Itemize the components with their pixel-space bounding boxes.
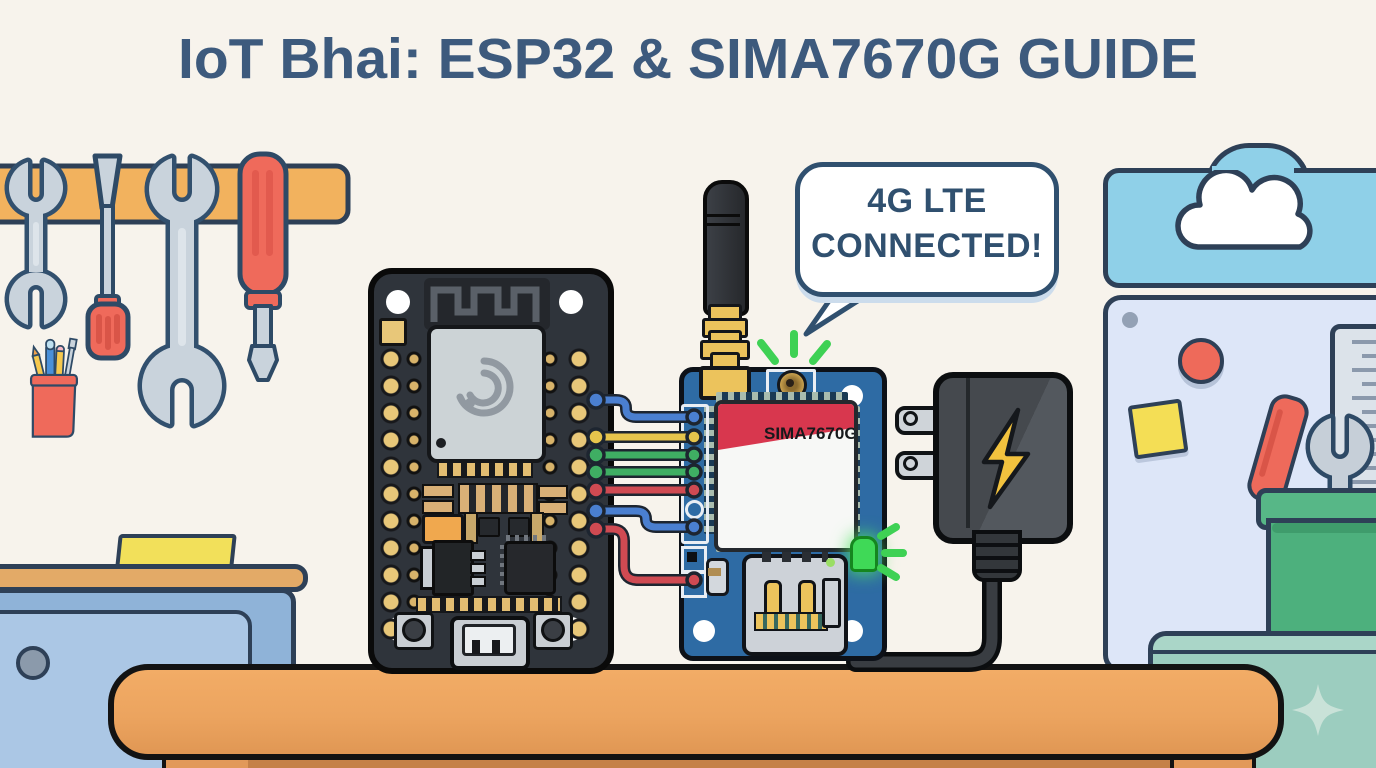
- status-led-icon: [850, 536, 878, 572]
- pad-row: [437, 461, 533, 478]
- en-button-cap: [402, 618, 426, 642]
- wire-blue: [592, 507, 698, 531]
- gold-pad: [379, 318, 407, 346]
- usb-pin: [492, 640, 500, 654]
- power-cable: [846, 550, 1002, 672]
- mount-hole: [386, 290, 410, 314]
- transistor: [478, 517, 500, 537]
- regulator-lead: [470, 576, 486, 587]
- resistor: [538, 501, 568, 515]
- cloud-icon: [1175, 170, 1313, 250]
- resistor: [422, 500, 454, 514]
- tool-bin-shadow: [1272, 523, 1376, 533]
- esp32-shield: [427, 325, 546, 463]
- module-capacitor-band: [708, 568, 721, 576]
- wire-red: [592, 525, 698, 584]
- teal-cabinet-top: [1153, 636, 1376, 650]
- module-black-square: [687, 552, 697, 562]
- bubble-tail-seam: [838, 268, 876, 280]
- large-wrench-icon: [137, 153, 227, 429]
- sim-slot-led: [826, 558, 835, 567]
- transistor: [508, 517, 530, 537]
- boot-button-cap: [541, 618, 565, 642]
- module-capacitor: [706, 558, 729, 596]
- speech-bubble: 4G LTE CONNECTED!: [795, 162, 1059, 297]
- sparkle-icon: [1292, 684, 1344, 736]
- usb-pin: [472, 640, 480, 654]
- magnet-icon: [1178, 338, 1224, 384]
- antenna: [703, 180, 749, 316]
- shield-dot: [436, 438, 446, 448]
- resistor-bank: [458, 483, 538, 514]
- peg-dot-icon: [1122, 312, 1138, 328]
- resistor: [422, 484, 454, 498]
- sticky-note: [1127, 398, 1189, 460]
- qfn-chip: [504, 541, 556, 595]
- esp32-left-pins: [378, 346, 404, 643]
- resistor: [538, 485, 568, 499]
- drawer-knob-icon: [16, 646, 50, 680]
- pencil-cup: [29, 337, 78, 438]
- hanging-screwdriver-icon: [85, 153, 131, 361]
- sim7670g-chip: SIMA7670G: [714, 400, 858, 552]
- prong-hole: [903, 456, 918, 471]
- mount-hole: [559, 290, 583, 314]
- usb-slot: [462, 624, 516, 656]
- red-screwdriver-icon: [237, 151, 289, 382]
- qfn-pins: [500, 545, 506, 585]
- tool-bin-body: [1266, 518, 1376, 648]
- workbench-table: [108, 664, 1284, 760]
- ipex-center: [786, 379, 794, 387]
- antenna-rays-icon: [757, 330, 831, 365]
- regulator-lead: [470, 563, 486, 574]
- jumper-wires: [586, 390, 703, 589]
- module-hole: [685, 500, 704, 519]
- bubble-line1: 4G LTE: [867, 182, 987, 220]
- pad-row: [416, 596, 562, 613]
- adapter-seam: [966, 378, 970, 528]
- qfn-pins: [506, 535, 548, 541]
- signal-rays: [757, 330, 907, 581]
- wire-blue: [592, 396, 698, 421]
- esp32-left-pads: [406, 346, 422, 643]
- pencil-icon: [54, 345, 65, 381]
- regulator-lead: [470, 550, 486, 561]
- sim-contact-row: [754, 612, 828, 631]
- lightning-bolt-icon: [981, 407, 1031, 510]
- bubble-line2: CONNECTED!: [811, 226, 1043, 265]
- page-title: IoT Bhai: ESP32 & SIMA7670G GUIDE: [178, 27, 1198, 91]
- voltage-regulator: [432, 540, 474, 596]
- adapter-strain-relief: [972, 530, 1022, 582]
- espressif-logo-icon: [456, 357, 514, 417]
- small-wrench-icon: [4, 157, 68, 330]
- teal-cabinet-line: [1153, 650, 1376, 654]
- antenna-line: [706, 214, 740, 217]
- led-rays-icon: [877, 523, 907, 581]
- mount-hole: [693, 620, 715, 642]
- antenna-line: [706, 223, 740, 226]
- prong-hole: [903, 411, 918, 426]
- chisel-icon: [63, 337, 78, 382]
- sim-slot-notches: [762, 552, 828, 562]
- tool-wall: [0, 151, 351, 429]
- chip-label: SIMA7670G: [764, 424, 858, 443]
- pcb-antenna-trace-icon: [430, 286, 540, 322]
- sim-slot-notch: [822, 578, 841, 628]
